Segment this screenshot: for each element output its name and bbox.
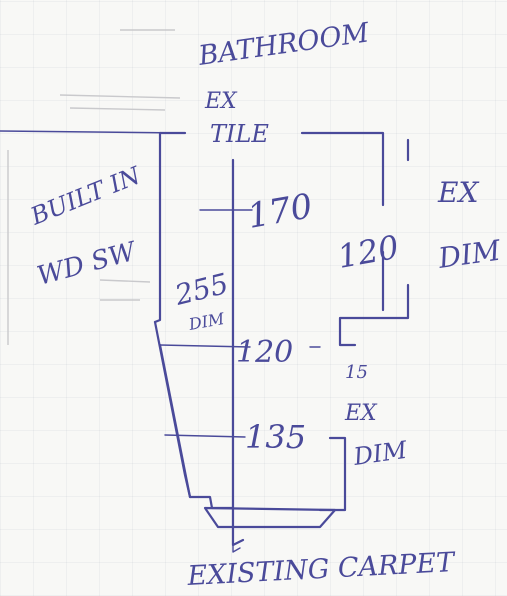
label-right-ex: EX [437, 176, 479, 209]
label-top-ex: EX [204, 89, 238, 114]
label-right-dim: DIM [435, 233, 503, 275]
dim-255-sub: DIM [186, 309, 226, 334]
label-built-in: BUILT IN [26, 161, 145, 231]
dim-120-mid: 120 [236, 335, 293, 370]
right-upper-wall [300, 131, 410, 207]
tick-135 [164, 434, 246, 438]
label-bathroom: BATHROOM [196, 17, 373, 72]
bottom-threshold [203, 506, 337, 529]
label-wd-sw: WD SW [34, 236, 141, 292]
left-wall [153, 131, 162, 324]
ghost-markings [7, 29, 181, 345]
dim-170: 170 [245, 186, 316, 237]
label-lower-ex: EX [344, 401, 378, 426]
threshold-arrow [232, 544, 241, 553]
dim-15: 15 [345, 362, 368, 383]
left-slanted-wall [153, 320, 235, 510]
dim-120-right: 120 [335, 228, 402, 276]
right-lower-wall [318, 436, 347, 512]
label-top-tile: TILE [210, 120, 269, 148]
right-mid-wall [338, 250, 410, 347]
label-existing-carpet: EXISTING CARPET [186, 547, 457, 592]
dim-135: 135 [245, 418, 306, 456]
reference-line-top [0, 130, 186, 134]
left-slanted-wall-inner [158, 343, 192, 499]
tick-120-mid [159, 344, 251, 348]
label-lower-dim: DIM [351, 436, 410, 471]
dim-255: 255 [171, 267, 232, 312]
